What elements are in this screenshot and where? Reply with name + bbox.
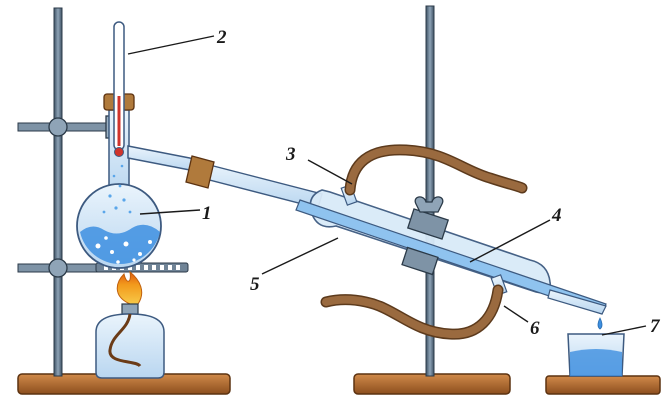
liebig-condenser	[185, 155, 607, 315]
lamp-wick	[108, 313, 142, 368]
lower-clamp-knob	[48, 258, 68, 278]
receiver-stand	[545, 375, 661, 395]
callout-1: 1	[202, 203, 212, 224]
leader-lines	[127, 35, 647, 336]
thermometer	[113, 21, 125, 157]
inlet-hose-fill	[346, 145, 526, 194]
vapor-dots	[102, 164, 132, 214]
leader-5	[261, 237, 339, 275]
callout-3: 3	[285, 144, 296, 165]
outlet-hose-fill	[322, 286, 502, 339]
receiver-liquid	[570, 349, 622, 376]
leader-6	[503, 305, 529, 323]
right-stand-base	[353, 373, 511, 395]
thermometer-column	[117, 96, 121, 146]
distillation-flask	[76, 93, 201, 269]
lamp-wick-holder	[121, 303, 139, 315]
callout-5: 5	[250, 274, 260, 295]
flame	[116, 270, 143, 305]
leader-2	[127, 35, 215, 55]
condenser-outlet-tip	[547, 289, 607, 315]
lamp-body	[95, 313, 165, 379]
callout-4: 4	[551, 205, 562, 226]
flask-bubbles	[95, 236, 152, 264]
callout-2: 2	[216, 27, 227, 48]
callout-labels: 1 2 3 4 5 6 7	[202, 27, 661, 339]
thermometer-bulb	[114, 147, 124, 157]
upper-clamp-knob	[48, 117, 68, 137]
callout-6: 6	[530, 318, 540, 339]
leader-4	[469, 219, 551, 263]
condenser-lower-clamp	[401, 246, 439, 276]
right-stand	[353, 5, 511, 395]
left-stand-rod	[53, 7, 63, 377]
water-hoses	[320, 144, 528, 340]
spirit-lamp	[95, 270, 165, 379]
condenser-upper-clamp	[406, 208, 450, 240]
leader-3	[307, 159, 353, 185]
distillate-drop	[597, 317, 603, 330]
callout-7: 7	[650, 316, 661, 337]
right-stand-rod	[425, 5, 435, 377]
condenser-cork	[185, 155, 215, 189]
receiver	[545, 317, 661, 395]
upper-clamp-arm	[17, 122, 119, 132]
leader-7	[601, 325, 647, 336]
wing-nut-icon	[414, 196, 444, 213]
leader-1	[139, 209, 201, 215]
